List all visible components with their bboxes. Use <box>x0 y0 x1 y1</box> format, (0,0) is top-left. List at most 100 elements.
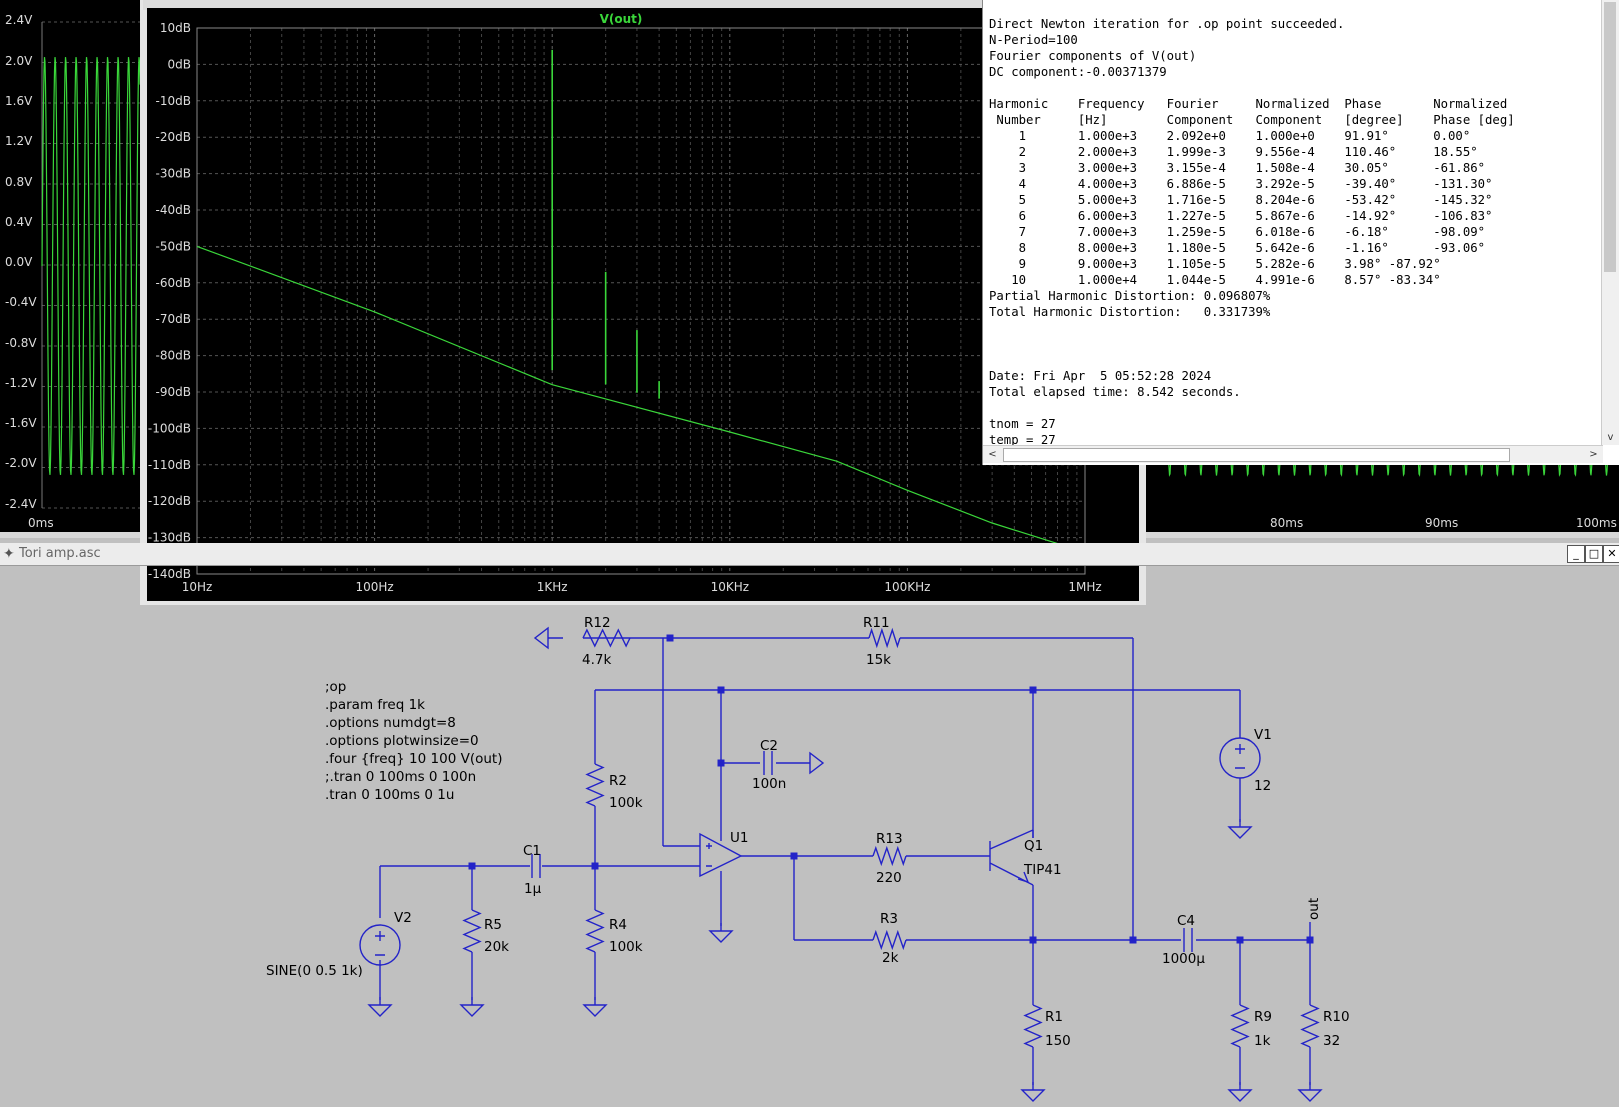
ground-symbol-r5 <box>459 997 485 1017</box>
v2-name[interactable]: V2 <box>394 910 412 926</box>
resistor-r12[interactable] <box>582 628 631 648</box>
y-tick: -10dB <box>156 94 191 108</box>
r4-value[interactable]: 100k <box>609 939 643 955</box>
r2-name[interactable]: R2 <box>609 773 627 789</box>
y-tick: -140dB <box>148 567 191 581</box>
scroll-right-icon[interactable]: > <box>1589 449 1598 460</box>
r1-value[interactable]: 150 <box>1045 1033 1071 1049</box>
r9-value[interactable]: 1k <box>1254 1033 1271 1049</box>
capacitor-c1[interactable] <box>531 854 541 878</box>
y-tick: 0.0V <box>5 255 33 269</box>
r4-name[interactable]: R4 <box>609 917 627 933</box>
y-tick: 2.4V <box>5 13 33 27</box>
close-button[interactable]: ✕ <box>1603 545 1619 563</box>
junction-dot <box>790 852 798 860</box>
junction-dot <box>591 862 599 870</box>
r5-name[interactable]: R5 <box>484 917 502 933</box>
y-tick: -80dB <box>156 349 191 363</box>
c1-name[interactable]: C1 <box>523 843 541 859</box>
fft-plot-background <box>147 8 1139 601</box>
directive-line[interactable]: .tran 0 100ms 0 1u <box>325 787 454 803</box>
r10-value[interactable]: 32 <box>1323 1033 1340 1049</box>
resistor-r13[interactable] <box>872 845 907 867</box>
c4-name[interactable]: C4 <box>1177 913 1195 929</box>
q1-value[interactable]: TIP41 <box>1023 862 1062 878</box>
minimize-button[interactable]: _ <box>1567 545 1585 563</box>
log-hscroll-thumb[interactable] <box>1003 448 1510 462</box>
resistor-r11[interactable] <box>868 627 901 649</box>
scroll-left-icon[interactable]: < <box>988 449 997 460</box>
r13-value[interactable]: 220 <box>876 870 902 886</box>
y-tick: -30dB <box>156 167 191 181</box>
r11-name[interactable]: R11 <box>863 615 890 631</box>
transistor-q1-arrow <box>1017 871 1030 884</box>
log-vertical-scrollbar[interactable]: v <box>1601 0 1619 445</box>
resistor-r3[interactable] <box>872 929 907 951</box>
voltage-source-v2-polarity <box>375 931 385 956</box>
junction-dot <box>1029 686 1037 694</box>
fft-plot-window[interactable]: 10dB0dB-10dB-20dB-30dB-40dB-50dB-60dB-70… <box>140 0 1146 605</box>
directive-line[interactable]: ;op <box>325 679 346 695</box>
voltage-source-v2[interactable] <box>359 924 401 966</box>
waveform-trace-left <box>41 57 141 475</box>
r13-name[interactable]: R13 <box>876 831 903 847</box>
directive-line[interactable]: .options plotwinsize=0 <box>325 733 479 749</box>
r10-name[interactable]: R10 <box>1323 1009 1350 1025</box>
directive-line[interactable]: .four {freq} 10 100 V(out) <box>325 751 502 767</box>
scroll-down-icon[interactable]: v <box>1607 432 1614 443</box>
r12-value[interactable]: 4.7k <box>582 652 611 668</box>
maximize-button[interactable]: □ <box>1585 545 1603 563</box>
y-tick: 0dB <box>168 57 191 71</box>
r5-value[interactable]: 20k <box>484 939 509 955</box>
r11-value[interactable]: 15k <box>866 652 891 668</box>
junction-dot <box>717 759 725 767</box>
log-horizontal-scrollbar[interactable]: < > <box>983 445 1603 463</box>
junction-dot <box>1236 936 1244 944</box>
r3-name[interactable]: R3 <box>880 911 898 927</box>
log-vscroll-thumb[interactable] <box>1604 2 1616 272</box>
resistor-r2[interactable] <box>585 763 605 807</box>
schematic-symbols[interactable] <box>359 626 1323 1102</box>
r1-name[interactable]: R1 <box>1045 1009 1063 1025</box>
component-labels[interactable]: R12 4.7k R11 15k C2 100n R2 100k V1 12 C… <box>266 615 1350 1049</box>
fft-trace-label[interactable]: V(out) <box>600 12 643 26</box>
spice-directives[interactable]: ;op .param freq 1k .options numdgt=8 .op… <box>325 679 502 803</box>
resistor-r1[interactable] <box>1023 1004 1043 1048</box>
c2-value[interactable]: 100n <box>752 776 786 792</box>
resistor-r5[interactable] <box>462 909 482 953</box>
voltage-source-v1[interactable] <box>1219 737 1261 779</box>
ground-symbol-r1 <box>1020 1082 1046 1102</box>
schematic-canvas[interactable]: ;op .param freq 1k .options numdgt=8 .op… <box>0 566 1619 1107</box>
resistor-r9[interactable] <box>1230 1004 1250 1048</box>
resistor-r4[interactable] <box>585 909 605 953</box>
schematic-titlebar[interactable]: ✦ Tori amp.asc _ □ ✕ <box>0 543 1619 566</box>
r2-value[interactable]: 100k <box>609 795 643 811</box>
capacitor-c4[interactable] <box>1183 928 1193 952</box>
directive-line[interactable]: ;.tran 0 100ms 0 100n <box>325 769 476 785</box>
y-tick: -130dB <box>148 531 191 545</box>
out-net-label[interactable]: out <box>1306 898 1322 920</box>
fft-noise-floor-trace <box>196 245 1086 553</box>
opamp-u1[interactable] <box>699 832 743 878</box>
x-tick: 10Hz <box>182 580 213 594</box>
c1-value[interactable]: 1µ <box>524 881 542 897</box>
resistor-r10[interactable] <box>1300 1004 1320 1048</box>
directive-line[interactable]: .param freq 1k <box>325 697 425 713</box>
c2-name[interactable]: C2 <box>760 738 778 754</box>
v1-name[interactable]: V1 <box>1254 727 1272 743</box>
c4-value[interactable]: 1000µ <box>1162 951 1205 967</box>
r12-name[interactable]: R12 <box>584 615 611 631</box>
r3-value[interactable]: 2k <box>882 950 899 966</box>
spice-log-window[interactable]: Direct Newton iteration for .op point su… <box>982 0 1619 465</box>
x-tick: 100KHz <box>884 580 930 594</box>
directive-line[interactable]: .options numdgt=8 <box>325 715 456 731</box>
q1-name[interactable]: Q1 <box>1024 838 1043 854</box>
u1-name[interactable]: U1 <box>730 830 748 846</box>
v1-value[interactable]: 12 <box>1254 778 1271 794</box>
r9-name[interactable]: R9 <box>1254 1009 1272 1025</box>
y-tick: -2.4V <box>5 497 37 511</box>
v2-value[interactable]: SINE(0 0.5 1k) <box>266 963 363 979</box>
y-tick: -40dB <box>156 203 191 217</box>
capacitor-c2[interactable] <box>763 751 773 775</box>
